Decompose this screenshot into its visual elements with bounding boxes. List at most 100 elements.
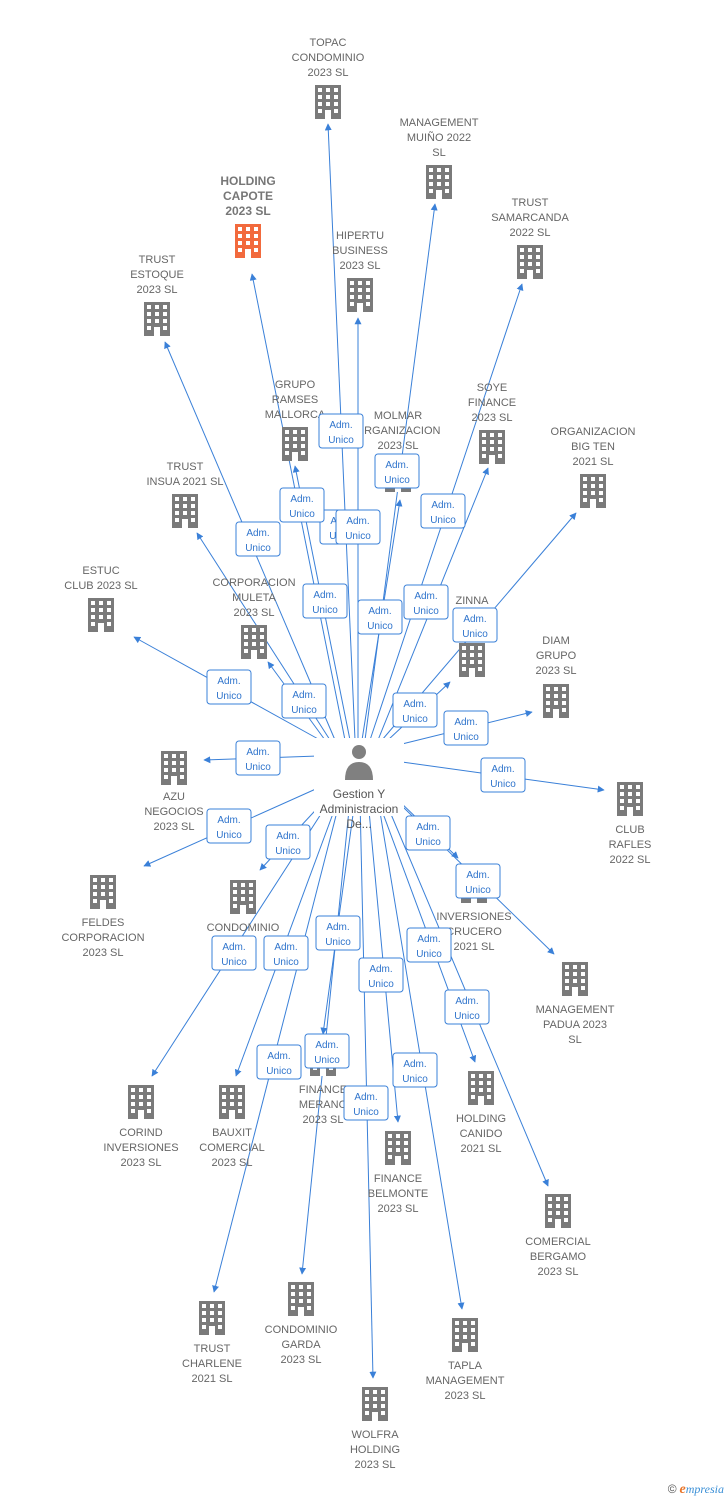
building-icon bbox=[199, 1301, 225, 1335]
role-badge: Adm.Unico bbox=[452, 607, 498, 643]
building-icon bbox=[241, 625, 267, 659]
company-label: HOLDING bbox=[456, 1113, 506, 1125]
company-label: BERGAMO bbox=[530, 1251, 587, 1263]
badge-box bbox=[455, 863, 501, 899]
badge-box bbox=[318, 413, 364, 449]
badge-label: Unico bbox=[462, 629, 488, 640]
company-label: CHARLENE bbox=[182, 1358, 242, 1370]
badge-box bbox=[279, 487, 325, 523]
company-label: MANAGEMENT bbox=[426, 1375, 505, 1387]
role-badge: Adm.Unico bbox=[357, 599, 403, 635]
company-label: 2023 SL bbox=[303, 1114, 344, 1126]
building-icon bbox=[128, 1085, 154, 1119]
center-person-node[interactable]: Gestion YAdministracionDe... bbox=[314, 738, 404, 831]
company-label: RAMSES bbox=[272, 394, 318, 406]
building-icon bbox=[617, 782, 643, 816]
company-label: WOLFRA bbox=[351, 1429, 399, 1441]
company-label: CORIND bbox=[119, 1127, 162, 1139]
role-badge: Adm.Unico bbox=[304, 1033, 350, 1069]
company-label: CLUB 2023 SL bbox=[64, 580, 137, 592]
company-label: HIPERTU bbox=[336, 230, 384, 242]
badge-box bbox=[452, 607, 498, 643]
badge-box bbox=[406, 927, 452, 963]
role-badge: Adm.Unico bbox=[392, 1052, 438, 1088]
building-icon bbox=[172, 494, 198, 528]
company-label: 2023 SL bbox=[536, 665, 577, 677]
building-icon bbox=[562, 962, 588, 996]
role-badge: Adm.Unico bbox=[263, 935, 309, 971]
badge-label: Unico bbox=[345, 531, 371, 542]
company-label: GRUPO bbox=[536, 650, 577, 662]
company-label: 2021 SL bbox=[192, 1373, 233, 1385]
company-label: MERANO bbox=[299, 1099, 348, 1111]
building-icon bbox=[235, 224, 261, 258]
company-label: 2023 SL bbox=[83, 947, 124, 959]
badge-box bbox=[256, 1044, 302, 1080]
company-label: FINANCE bbox=[468, 397, 516, 409]
badge-label: Unico bbox=[384, 475, 410, 486]
company-label: BIG TEN bbox=[571, 441, 615, 453]
role-badge: Adm.Unico bbox=[315, 915, 361, 951]
company-label: COMERCIAL bbox=[199, 1142, 264, 1154]
badge-label: Adm. bbox=[346, 516, 369, 527]
role-badge: Adm.Unico bbox=[343, 1085, 389, 1121]
badge-box bbox=[265, 824, 311, 860]
badge-box bbox=[235, 521, 281, 557]
role-badge: Adm.Unico bbox=[235, 740, 281, 776]
badge-label: Unico bbox=[454, 1011, 480, 1022]
building-icon bbox=[545, 1194, 571, 1228]
company-label: 2023 SL bbox=[308, 67, 349, 79]
badge-box bbox=[235, 740, 281, 776]
badge-label: Unico bbox=[245, 762, 271, 773]
badge-label: Adm. bbox=[292, 690, 315, 701]
badge-label: Adm. bbox=[403, 1059, 426, 1070]
company-label: ORGANIZACION bbox=[551, 426, 636, 438]
badge-box bbox=[343, 1085, 389, 1121]
company-label: ZINNA bbox=[456, 595, 490, 607]
badge-label: Adm. bbox=[217, 676, 240, 687]
badge-label: Adm. bbox=[417, 934, 440, 945]
badge-label: Adm. bbox=[217, 815, 240, 826]
badge-label: Adm. bbox=[385, 460, 408, 471]
building-icon bbox=[161, 751, 187, 785]
role-badge: Adm.Unico bbox=[281, 683, 327, 719]
building-icon bbox=[288, 1282, 314, 1316]
badge-label: Unico bbox=[266, 1066, 292, 1077]
badge-label: Unico bbox=[314, 1055, 340, 1066]
company-label: CORPORACION bbox=[61, 932, 144, 944]
company-label: 2023 SL bbox=[445, 1390, 486, 1402]
building-icon bbox=[452, 1318, 478, 1352]
badge-label: Adm. bbox=[290, 494, 313, 505]
company-label: ESTOQUE bbox=[130, 269, 184, 281]
